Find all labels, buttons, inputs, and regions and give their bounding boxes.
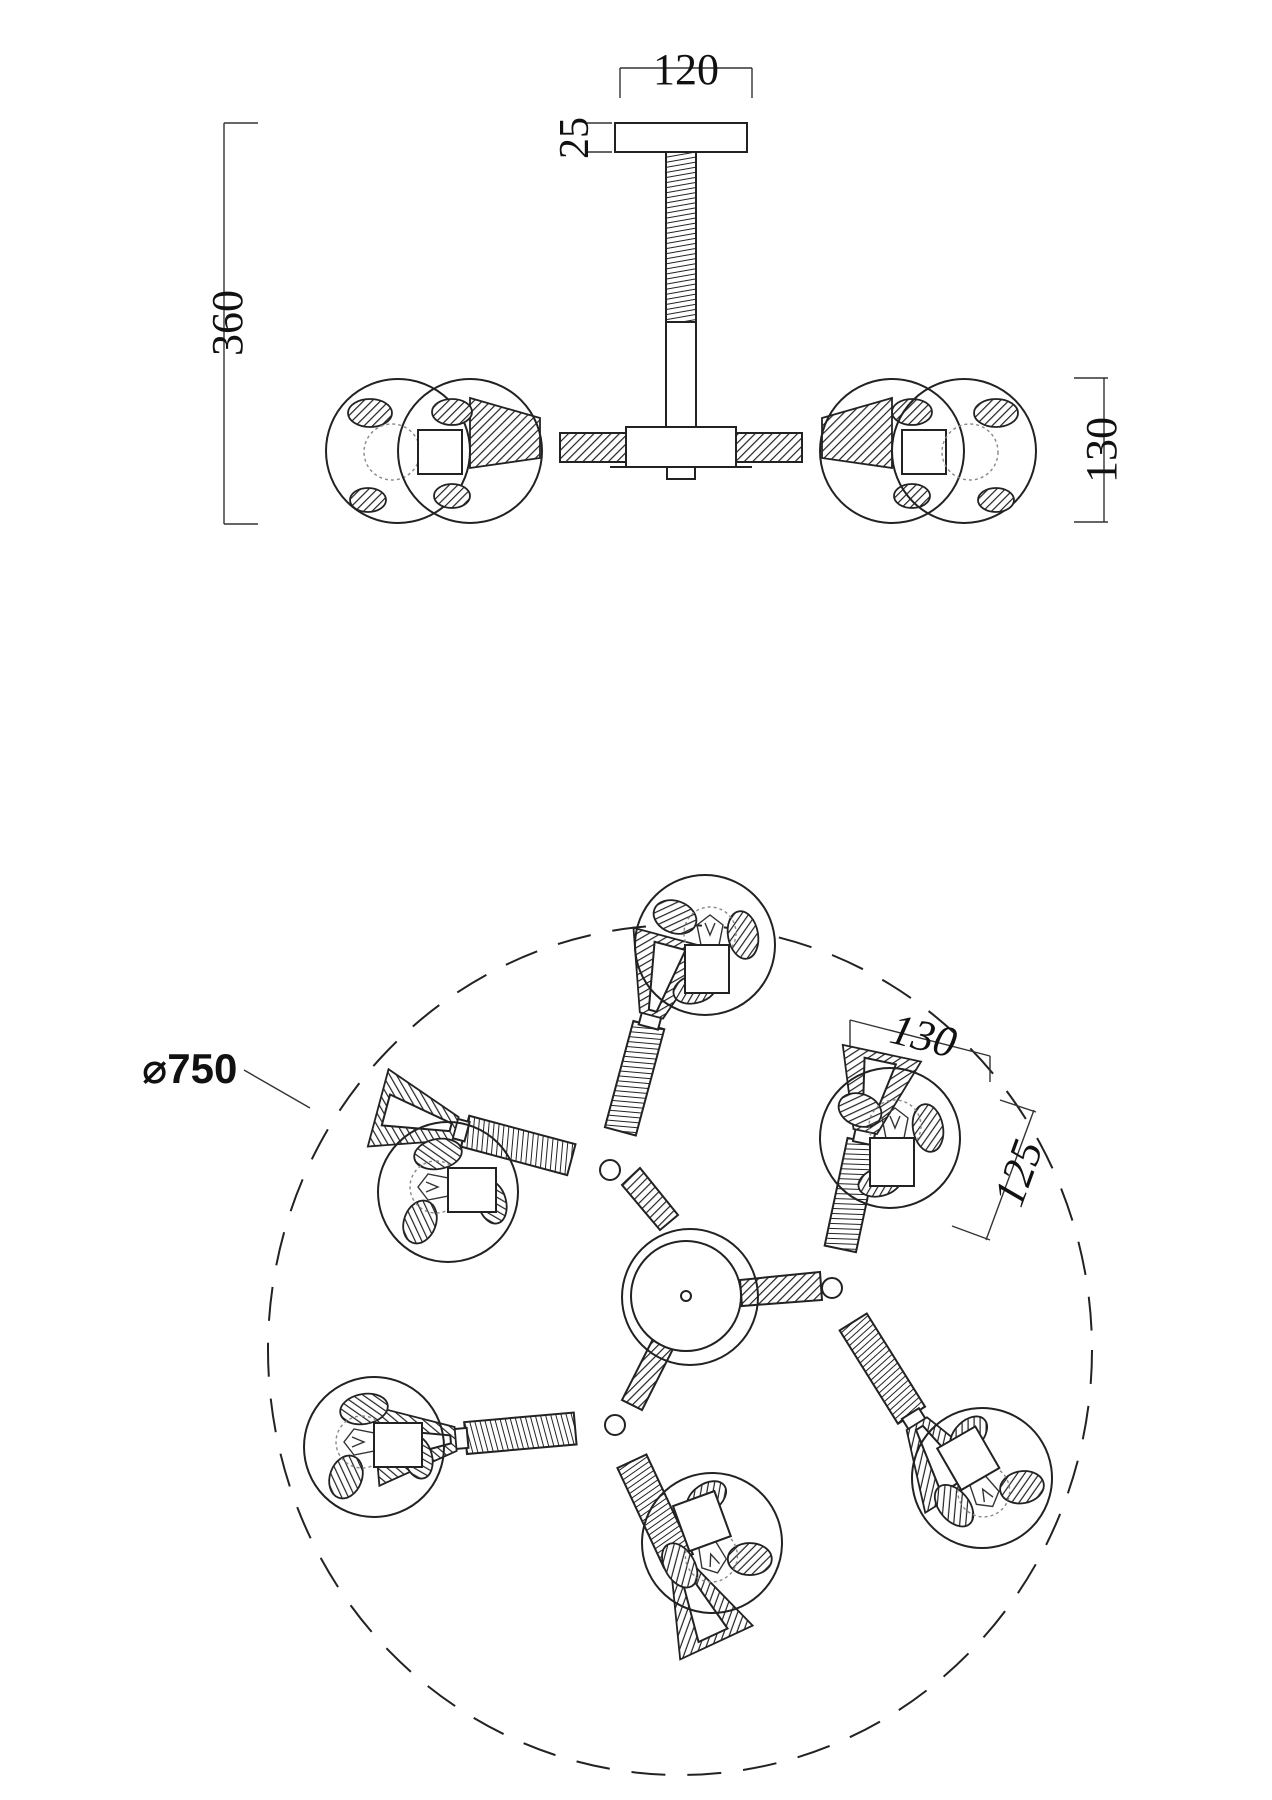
canopy: [614, 122, 748, 153]
side-globe-left-inner: [397, 378, 543, 524]
dim-diameter-label: ⌀750: [142, 1045, 237, 1092]
dim-globe-depth: 125: [951, 1099, 1053, 1241]
hub-outer-ring: [621, 1228, 759, 1366]
hub-arms: [620, 1166, 824, 1412]
side-globe-left-outer: [325, 378, 471, 524]
stem-lower: [665, 321, 697, 428]
dim-top-width: 120: [619, 45, 753, 98]
dim-canopy-height-label: 25: [552, 117, 598, 159]
side-globe-right-inner: [819, 378, 965, 524]
dim-total-height-label: 360: [203, 290, 252, 356]
globe-lower-left: [303, 1376, 445, 1518]
side-globe-right-outer: [891, 378, 1037, 524]
dim-top-width-label: 120: [653, 45, 719, 94]
hub-body: [630, 1240, 742, 1352]
dim-globe-height-label: 130: [1077, 417, 1126, 483]
globe-left: [377, 1121, 519, 1263]
dim-globe-depth-label: 125: [984, 1134, 1053, 1213]
dim-total-height: 360: [203, 122, 258, 525]
stem-upper: [665, 151, 697, 323]
junction-upper: [599, 1159, 621, 1181]
center-body: [625, 426, 737, 468]
side-view: 120 25 360 130: [203, 45, 1126, 525]
dim-canopy-height: 25: [552, 117, 612, 159]
top-view: ⌀750 130 125: [142, 874, 1093, 1776]
junction-right: [821, 1277, 843, 1299]
dim-globe-height: 130: [1074, 377, 1126, 523]
junction-lower: [604, 1414, 626, 1436]
dim-diameter: ⌀750: [142, 1045, 311, 1109]
